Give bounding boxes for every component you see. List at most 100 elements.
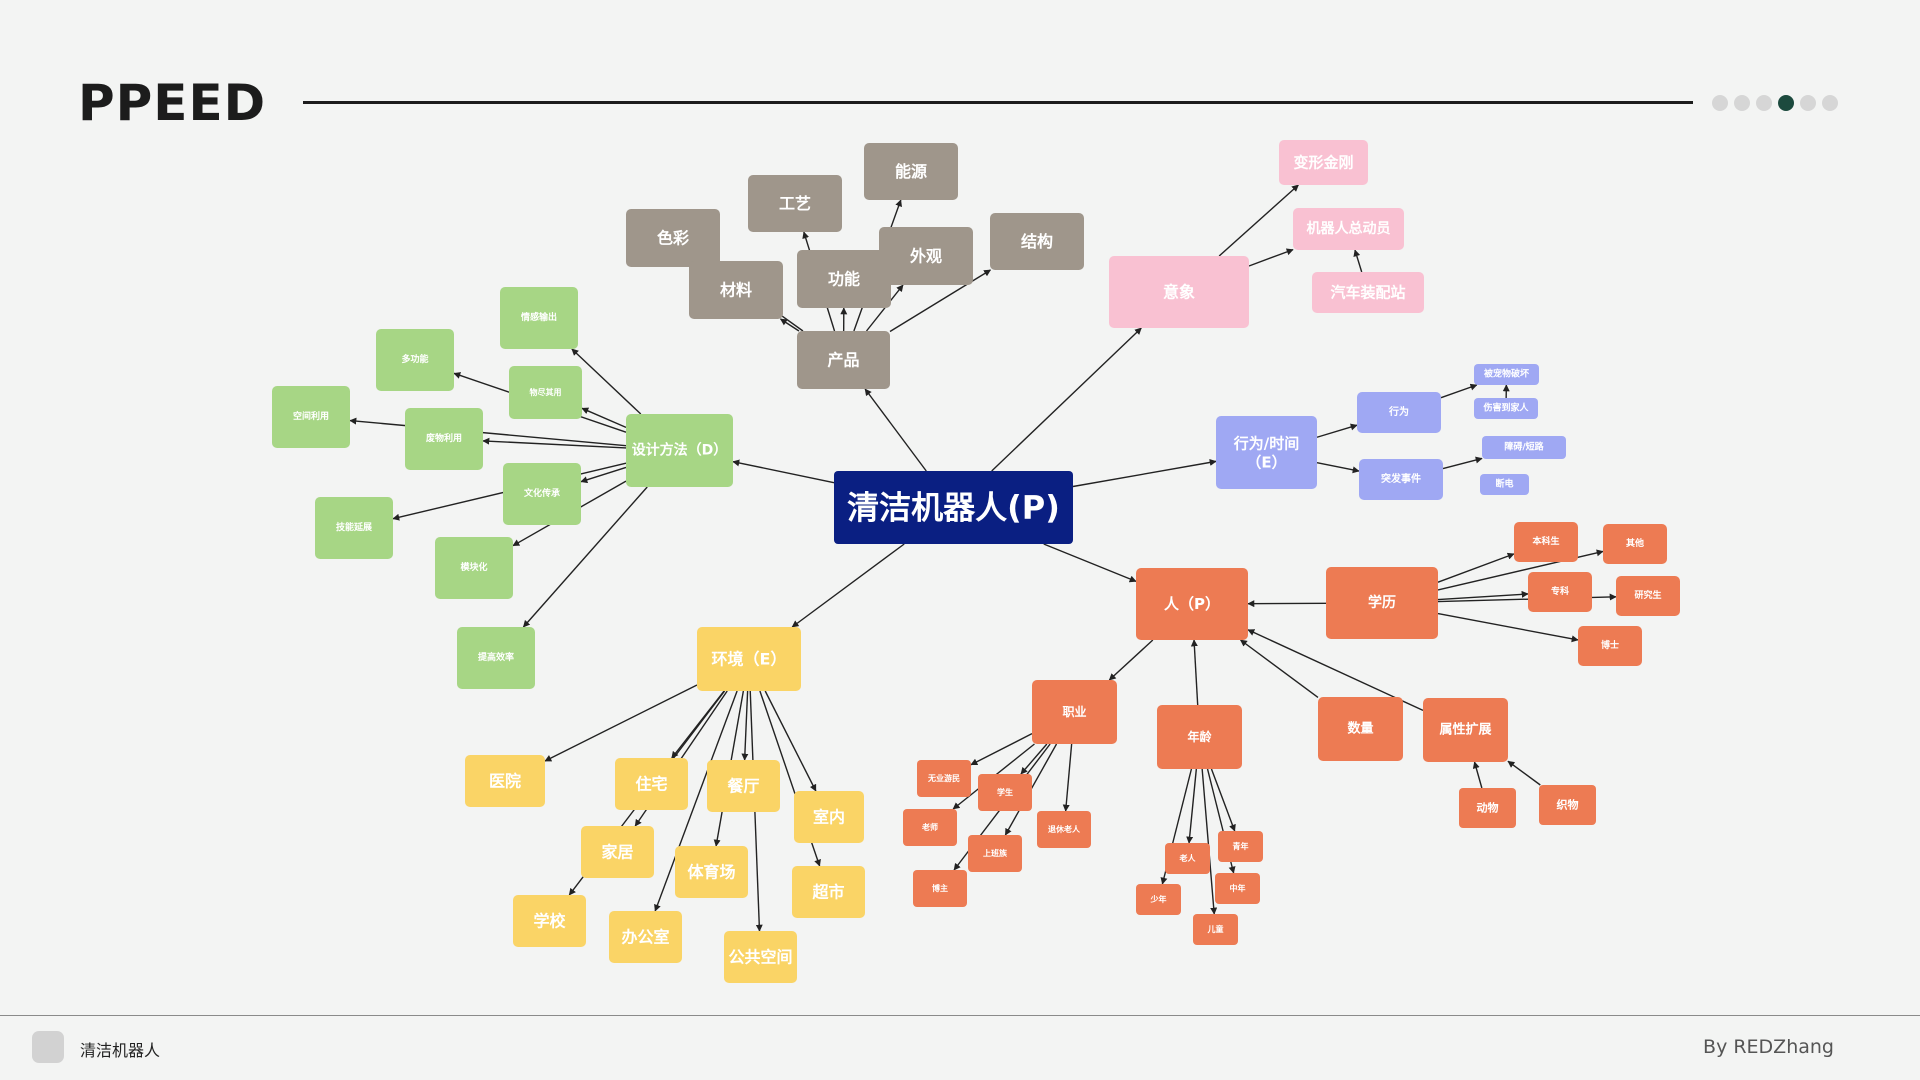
connector-product-material [779,318,800,332]
connector-education-doctor [1437,612,1579,643]
node-function[interactable]: 功能 [797,250,891,308]
node-multifunction[interactable]: 多功能 [376,329,454,391]
node-office[interactable]: 办公室 [609,911,682,963]
connector-image-transformers [1218,184,1299,257]
node-structure[interactable]: 结构 [990,213,1084,270]
node-label: 意象 [1163,283,1195,302]
node-label: 室内 [813,808,845,827]
connector-environment-indoor [764,690,817,792]
node-box [581,826,654,878]
node-box [724,931,797,983]
node-label: 情感输出 [520,311,557,323]
node-occupation[interactable]: 职业 [1032,680,1117,744]
node-label: 餐厅 [726,777,759,796]
node-box [1482,436,1566,459]
node-retiree[interactable]: 退休老人 [1037,811,1091,848]
node-office-worker[interactable]: 上班族 [968,835,1022,872]
page-dot-2[interactable] [1734,95,1750,111]
node-box [272,386,350,448]
node-education[interactable]: 学历 [1326,567,1438,639]
node-undergrad[interactable]: 本科生 [1514,522,1578,562]
node-power-off[interactable]: 断电 [1480,474,1529,495]
node-middle-aged[interactable]: 中年 [1215,873,1260,904]
node-tech-ext[interactable]: 技能延展 [315,497,393,559]
page-dot-5[interactable] [1800,95,1816,111]
node-postgrad[interactable]: 研究生 [1616,576,1680,616]
node-appearance[interactable]: 外观 [879,227,973,285]
node-other[interactable]: 其他 [1603,524,1667,564]
node-transformers[interactable]: 变形金刚 [1279,140,1368,185]
node-energy[interactable]: 能源 [864,143,958,200]
node-label: 变形金刚 [1293,154,1353,172]
node-unemployed[interactable]: 无业游民 [917,760,971,797]
node-behavior-time[interactable]: 行为/时间（E） [1216,416,1317,489]
node-quantity[interactable]: 数量 [1318,697,1403,761]
footer-author: By REDZhang [1703,1036,1834,1058]
node-doctor[interactable]: 博士 [1578,626,1642,666]
node-box [1312,272,1424,313]
node-environment[interactable]: 环境（E） [697,627,801,691]
node-label: 行为 [1388,405,1409,418]
footer-logo [32,1031,64,1063]
node-school[interactable]: 学校 [513,895,586,947]
node-image[interactable]: 意象 [1109,256,1249,328]
node-hospital[interactable]: 医院 [465,755,545,807]
node-youth[interactable]: 青年 [1218,831,1263,862]
node-label: 文化传承 [523,487,560,499]
node-blogger[interactable]: 博主 [913,870,967,907]
node-product[interactable]: 产品 [797,331,890,389]
node-car-plant[interactable]: 汽车装配站 [1312,272,1424,313]
node-robot-assembler[interactable]: 机器人总动员 [1293,208,1404,250]
node-space-use[interactable]: 空间利用 [272,386,350,448]
node-box [797,250,891,308]
node-design-method[interactable]: 设计方法（D） [626,414,733,487]
node-label: 突发事件 [1381,472,1421,485]
node-home[interactable]: 家居 [581,826,654,878]
node-supermarket[interactable]: 超市 [792,866,865,918]
node-reuse[interactable]: 物尽其用 [509,366,582,419]
node-emotion[interactable]: 情感输出 [500,287,578,349]
node-fabric[interactable]: 织物 [1539,785,1596,825]
node-college[interactable]: 专科 [1528,572,1592,612]
node-efficiency[interactable]: 提高效率 [457,627,535,689]
node-attr-ext[interactable]: 属性扩展 [1423,698,1508,762]
node-modular[interactable]: 模块化 [435,537,513,599]
node-label: 学生 [997,787,1013,797]
node-center[interactable]: 清洁机器人(P) [834,471,1073,544]
node-animal[interactable]: 动物 [1459,788,1516,828]
page-dot-3[interactable] [1756,95,1772,111]
node-teacher[interactable]: 老师 [903,809,957,846]
page-dot-4[interactable] [1778,95,1794,111]
node-stadium[interactable]: 体育场 [675,846,748,898]
node-public-space[interactable]: 公共空间 [724,931,797,983]
node-emergency[interactable]: 突发事件 [1359,459,1443,500]
page-dot-1[interactable] [1712,95,1728,111]
node-person[interactable]: 人（P） [1136,568,1248,640]
node-behavior[interactable]: 行为 [1357,392,1441,433]
node-hurt-family[interactable]: 伤害到家人 [1474,398,1538,419]
connector-image-robot_assembler [1248,248,1294,267]
node-color[interactable]: 色彩 [626,209,720,267]
connector-center-behavior_time [1072,459,1217,488]
node-material[interactable]: 材料 [689,261,783,319]
node-student[interactable]: 学生 [978,774,1032,811]
node-label: 物尽其用 [530,387,562,397]
node-elderly[interactable]: 老人 [1165,843,1210,874]
node-pet-damage[interactable]: 被宠物破坏 [1474,364,1539,385]
node-teen[interactable]: 少年 [1136,884,1181,915]
node-indoor[interactable]: 室内 [794,791,864,843]
node-label: 少年 [1150,894,1167,904]
node-label: 属性扩展 [1439,722,1492,738]
page-dot-6[interactable] [1822,95,1838,111]
page-title: PPEED [78,74,267,132]
node-restaurant[interactable]: 餐厅 [707,760,780,812]
node-child[interactable]: 儿童 [1193,914,1238,945]
node-culture[interactable]: 文化传承 [503,463,581,525]
node-age[interactable]: 年龄 [1157,705,1242,769]
node-label: 障碍/短路 [1504,441,1544,453]
node-residence[interactable]: 住宅 [615,758,688,810]
node-waste-use[interactable]: 废物利用 [405,408,483,470]
node-craft[interactable]: 工艺 [748,175,842,232]
node-obstacle[interactable]: 障碍/短路 [1482,436,1566,459]
node-box [1423,698,1508,762]
